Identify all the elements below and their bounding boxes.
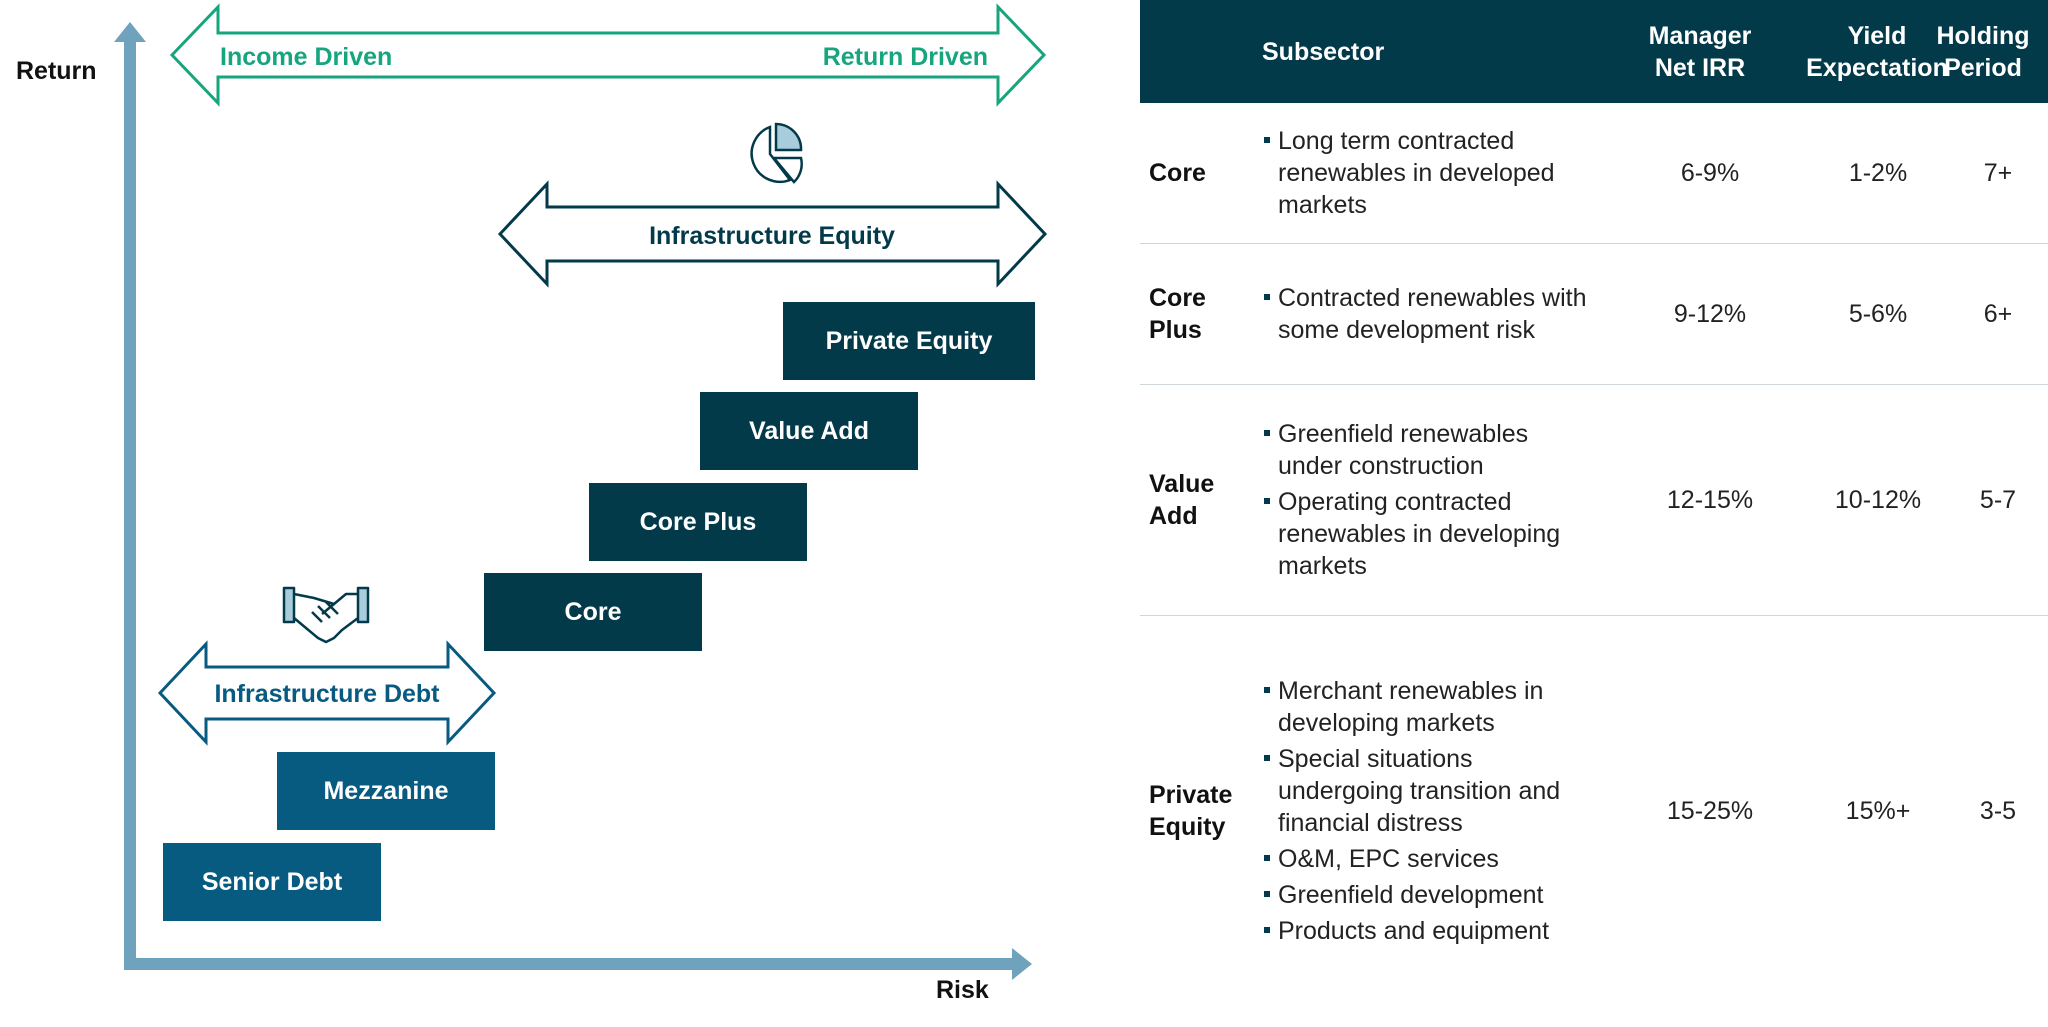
yield-cell: 5-6% xyxy=(1848,299,1908,328)
list-item: Merchant renewables in developing market… xyxy=(1264,675,1594,739)
infrastructure-debt-arrow xyxy=(157,640,497,746)
core-plus-box: Core Plus xyxy=(589,483,807,561)
row-name-line2: Add xyxy=(1149,502,1198,530)
list-item: Products and equipment xyxy=(1264,915,1594,947)
header-irr-line2: Net IRR xyxy=(1654,53,1746,82)
private-equity-box: Private Equity xyxy=(783,302,1035,380)
x-axis-arrowhead xyxy=(1012,948,1032,980)
infrastructure-debt-label: Infrastructure Debt xyxy=(214,680,440,708)
row-name-line2: Plus xyxy=(1149,316,1202,344)
irr-cell: 6-9% xyxy=(1680,158,1740,187)
holding-cell: 7+ xyxy=(1983,158,2013,187)
header-yield-line2: Expectation xyxy=(1806,53,1948,82)
header-holding-line2: Period xyxy=(1944,53,2022,82)
holding-cell: 3-5 xyxy=(1979,796,2017,825)
value-add-box: Value Add xyxy=(700,392,918,470)
list-item: Operating contracted renewables in devel… xyxy=(1264,486,1594,582)
senior-debt-box: Senior Debt xyxy=(163,843,381,921)
header-yield-expectation: Yield Expectation xyxy=(1762,0,1992,103)
row-name: Core xyxy=(1149,103,1269,243)
header-subsector: Subsector xyxy=(1262,37,1385,66)
row-name-line1: Private xyxy=(1149,781,1233,809)
pie-chart-icon xyxy=(750,122,803,184)
header-holding-period: Holding Period xyxy=(1918,0,2048,103)
spectrum-arrow xyxy=(169,3,1047,107)
holding-cell: 6+ xyxy=(1983,299,2013,328)
header-manager-net-irr: Manager Net IRR xyxy=(1595,0,1805,103)
list-item: O&M, EPC services xyxy=(1264,843,1594,875)
list-item: Special situations undergoing transition… xyxy=(1264,743,1594,839)
yield-cell: 15%+ xyxy=(1845,796,1911,825)
holding-cell: 5-7 xyxy=(1979,485,2017,514)
row-name-line1: Core xyxy=(1149,284,1206,312)
infrastructure-equity-label: Infrastructure Equity xyxy=(649,222,895,250)
row-bullets: Long term contracted renewables in devel… xyxy=(1264,103,1594,243)
list-item: Greenfield development xyxy=(1264,879,1594,911)
y-axis xyxy=(124,36,136,970)
irr-cell: 15-25% xyxy=(1666,796,1754,825)
x-axis xyxy=(124,958,1018,970)
row-bullets: Merchant renewables in developing market… xyxy=(1264,616,1594,1006)
row-name-line2: Equity xyxy=(1149,813,1226,841)
core-box: Core xyxy=(484,573,702,651)
table-header: Subsector Manager Net IRR Yield Expectat… xyxy=(1140,0,2048,103)
row-name-line1: Core xyxy=(1149,159,1206,187)
yield-cell: 1-2% xyxy=(1848,158,1908,187)
header-yield-line1: Yield xyxy=(1847,21,1907,50)
list-item: Greenfield renewables under construction xyxy=(1264,418,1594,482)
income-driven-label: Income Driven xyxy=(220,43,392,71)
list-item: Long term contracted renewables in devel… xyxy=(1264,125,1594,221)
header-irr-line1: Manager xyxy=(1648,21,1752,50)
row-bullets: Contracted renewables with some developm… xyxy=(1264,244,1594,384)
y-axis-label: Return xyxy=(16,57,97,85)
y-axis-arrowhead xyxy=(114,22,146,42)
risk-return-diagram: Income Driven Return Driven Infrastructu… xyxy=(16,3,1048,1004)
mezzanine-box: Mezzanine xyxy=(277,752,495,830)
list-item: Contracted renewables with some developm… xyxy=(1264,282,1594,346)
infrastructure-equity-arrow xyxy=(497,180,1048,288)
irr-cell: 12-15% xyxy=(1666,485,1754,514)
yield-cell: 10-12% xyxy=(1834,485,1922,514)
handshake-icon xyxy=(282,586,370,644)
row-name-line1: Value xyxy=(1149,470,1215,498)
x-axis-label: Risk xyxy=(936,976,989,1004)
header-holding-line1: Holding xyxy=(1936,21,2030,50)
diagram-canvas: Income Driven Return Driven Infrastructu… xyxy=(114,3,1048,980)
row-bullets: Greenfield renewables under construction… xyxy=(1264,385,1594,615)
table-row: Core Long term contracted renewables in … xyxy=(1140,103,2048,244)
return-driven-label: Return Driven xyxy=(823,43,988,71)
subsector-table: Subsector Manager Net IRR Yield Expectat… xyxy=(1140,0,2048,1022)
irr-cell: 9-12% xyxy=(1673,299,1747,328)
